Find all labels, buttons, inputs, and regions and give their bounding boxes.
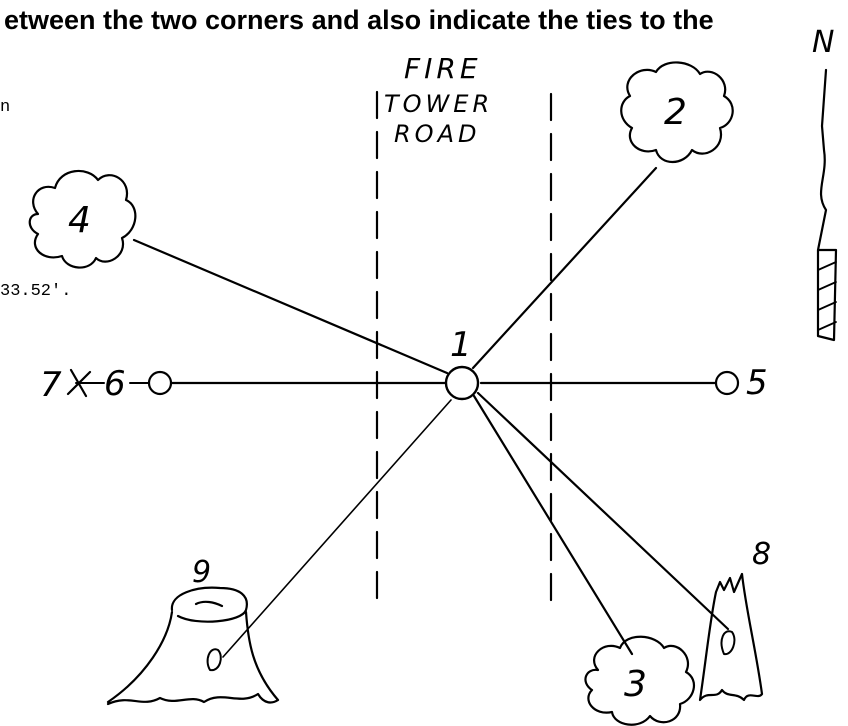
north-arrow-hatch — [817, 261, 837, 331]
road-label-line1: FIRE — [404, 52, 482, 85]
point-7-label: 7 — [40, 365, 62, 405]
left-distance-text: 33.52'. — [0, 282, 72, 301]
point-6-marker — [147, 370, 173, 396]
tie-line-9 — [222, 399, 452, 658]
point-5-label: 5 — [746, 363, 768, 403]
corner-1-label: 1 — [450, 325, 472, 365]
tree-4-symbol — [28, 169, 137, 269]
left-fragment-text: n — [0, 98, 11, 117]
tie-line-8 — [476, 391, 730, 631]
page-header-text: etween the two corners and also indicate… — [4, 5, 714, 35]
stump-8-knot — [720, 630, 736, 656]
north-label: N — [812, 25, 834, 60]
tie-line-3 — [472, 394, 634, 656]
tree-3-symbol — [584, 635, 696, 726]
tree-4-label: 4 — [68, 200, 91, 241]
north-arrow — [816, 68, 838, 342]
tie-line-2 — [471, 166, 658, 370]
stump-9-knot — [206, 648, 222, 672]
tie-line-4 — [132, 238, 449, 375]
stump-8-symbol — [698, 572, 764, 702]
tree-3-label: 3 — [624, 664, 647, 705]
point-6-label: 6 — [104, 364, 126, 404]
point-5-marker — [714, 370, 740, 396]
corner-1-marker — [444, 365, 480, 401]
tree-2-symbol — [620, 61, 734, 164]
stump-9-symbol — [106, 586, 280, 706]
tree-2-label: 2 — [664, 92, 687, 133]
road-label-line2: TOWER — [384, 90, 493, 118]
stump-9-label: 9 — [192, 555, 211, 590]
stump-8-label: 8 — [752, 537, 771, 572]
road-label-line3: ROAD — [394, 120, 480, 148]
